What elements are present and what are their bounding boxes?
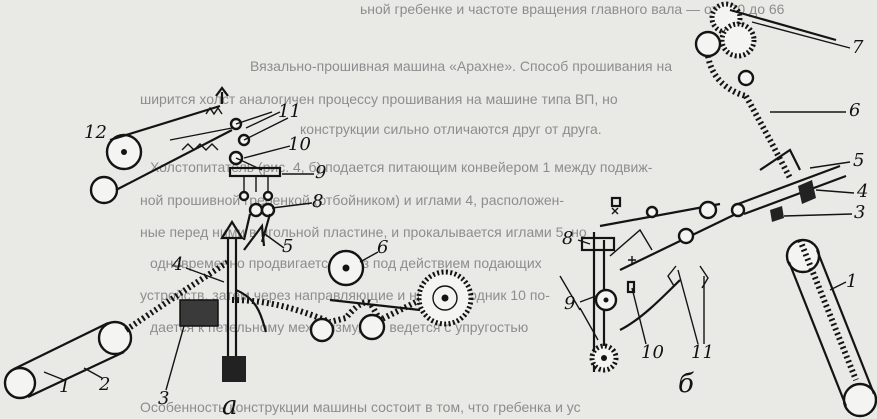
stitch-plate-curve: [235, 288, 268, 333]
labels-b: 1 3 4 5 6 7 8 9 10 11 б: [562, 21, 868, 399]
conveyor-b-belt-right: [815, 249, 876, 395]
pivot-b3: [730, 202, 746, 218]
label-b-5: 5: [853, 150, 864, 171]
thread-supply-a: [89, 86, 289, 243]
guide-roller-a1: [309, 317, 335, 343]
label-b-9: 9: [564, 293, 575, 314]
fabric-web-b-up: [705, 55, 747, 99]
take-up-roll-b3: [719, 21, 757, 59]
diagram-b: 1 3 4 5 6 7 8 9 10 11 б: [559, 1, 877, 418]
thread-guide-top: [215, 86, 229, 104]
label-b-10: 10: [641, 342, 664, 363]
bg-line-4: Холстопитатель (рис. 4, б) подается пита…: [150, 159, 653, 175]
label-b-7: 7: [852, 37, 864, 58]
bg-line-3: конструкции сильно отличаются друг от др…: [300, 121, 602, 137]
take-up-roll-b2: [694, 30, 722, 58]
label-a-10: 10: [288, 134, 311, 155]
output-belt-line: [329, 298, 421, 312]
bg-line-6: ные перед ними в игольной пластине, и пр…: [140, 224, 587, 240]
guide-roller-a2: [358, 313, 386, 341]
diagram-a: 1 2 3 4 5 6 8 9 10 11 12 а: [3, 86, 474, 419]
labels-a: 1 2 3 4 5 6 8 9 10 11 12 а: [43, 101, 388, 419]
label-a-2: 2: [98, 374, 110, 395]
label-b-8: 8: [562, 228, 573, 249]
label-a-1: 1: [59, 376, 70, 397]
pivot-b2: [677, 227, 695, 245]
sinker-4: [798, 180, 816, 204]
label-b-3: 3: [854, 202, 865, 223]
thread-line-b: [559, 275, 581, 311]
label-a-5: 5: [282, 236, 293, 257]
guide-block-8: [580, 236, 616, 252]
conveyor-belt-bottom: [27, 351, 125, 398]
guide-3: [770, 206, 784, 222]
label-b-11: 11: [691, 342, 714, 363]
label-a-3: 3: [158, 388, 169, 409]
conveyor-b-belt-left: [787, 261, 848, 407]
fleece-web-b: [797, 238, 859, 382]
caption-a: а: [222, 391, 238, 419]
bg-line-2: ширится холст аналогичен процессу прошив…: [140, 91, 618, 107]
feed-conveyor-b: [785, 238, 877, 418]
label-a-9: 9: [315, 162, 326, 183]
label-b-6: 6: [849, 100, 860, 121]
conveyor-roller-upper: [97, 320, 133, 356]
thread-line-1: [109, 104, 221, 142]
loop-former-8a: [248, 202, 264, 218]
guide-roller-b1: [737, 69, 755, 87]
needle-bar-b-edge: [743, 174, 847, 216]
feed-conveyor-a: [3, 259, 230, 400]
tension-spring-2: [205, 106, 223, 116]
needle-assembly-b: [737, 148, 847, 222]
label-a-12: 12: [84, 122, 107, 143]
take-up-lever: [729, 8, 837, 42]
loop-former-8b: [260, 202, 276, 218]
needle-drive-block: [222, 356, 246, 382]
bobbin-12b: [89, 175, 119, 205]
needle-plate: [179, 299, 219, 327]
tension-spring: [181, 143, 219, 151]
label-b-1: 1: [846, 271, 857, 292]
background-text: ьной гребенке и частоте вращения главног…: [140, 1, 785, 415]
output-path-a: [231, 249, 474, 343]
fleece-web-in: [124, 259, 230, 333]
label-a-8: 8: [312, 191, 323, 212]
guide-bar-9: [228, 166, 282, 178]
take-up-unit-b: [694, 1, 837, 180]
bg-line-5: ной прошивной гребенкой (отбойником) и и…: [140, 192, 564, 208]
bg-line-1: Вязально-прошивная машина «Арахне». Спос…: [250, 58, 672, 74]
label-a-4: 4: [171, 254, 183, 275]
conveyor-belt-top: [13, 322, 109, 370]
label-a-11: 11: [278, 101, 301, 122]
needle-assembly-a: [179, 219, 268, 382]
needle-tip: [220, 219, 244, 240]
needle-5: [759, 148, 801, 171]
fabric-web-b-down: [743, 94, 793, 180]
bg-line-10: Особенность конструкции машины состоит в…: [140, 399, 581, 415]
bg-line-0: ьной гребенке и частоте вращения главног…: [360, 1, 785, 17]
label-a-6: 6: [377, 237, 388, 258]
caption-b: б: [678, 369, 694, 399]
thread-line-2: [115, 129, 233, 191]
label-b-4: 4: [856, 181, 868, 202]
thread-mechanism-b: [559, 196, 746, 373]
conveyor-roller-lower: [3, 366, 37, 400]
pivot-b1: [698, 200, 718, 220]
needle-bar-b: [737, 164, 841, 206]
bg-line-9: дается к петельному механизму, где ведет…: [150, 319, 528, 335]
